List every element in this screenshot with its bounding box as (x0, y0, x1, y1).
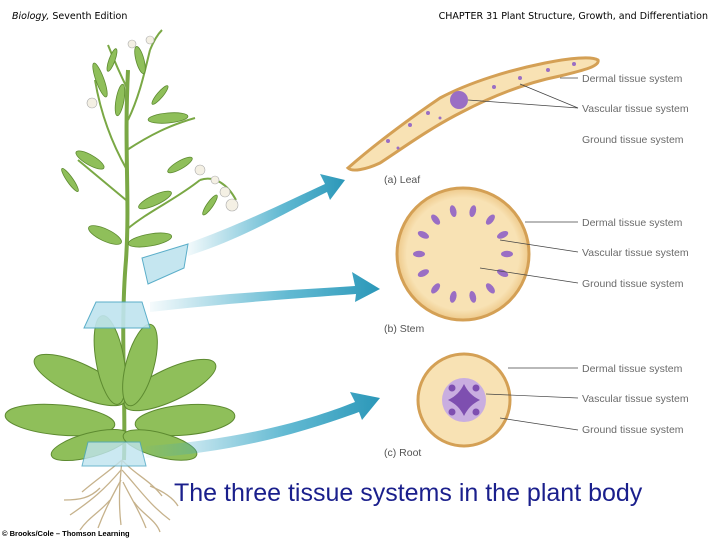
leaf-panel-label: (a) Leaf (384, 174, 420, 186)
vascular-bundle (485, 214, 495, 225)
root-xylem (448, 384, 480, 416)
vascular-bundle (431, 214, 441, 225)
roots (63, 459, 179, 533)
leaf-cross-section (345, 56, 600, 172)
root-ground-label: Ground tissue system (582, 424, 684, 436)
copyright-credit: © Brooks/Cole – Thomson Learning (2, 529, 130, 538)
root-leader-lines (485, 367, 579, 431)
vascular-bundle (417, 231, 429, 239)
book-edition: Seventh Edition (49, 11, 128, 22)
root-labels: Dermal tissue system Vascular tissue sys… (384, 363, 689, 459)
branches (77, 29, 237, 231)
leaf-ground-label: Ground tissue system (582, 134, 684, 146)
vascular-bundle (469, 205, 477, 217)
book-title-italic: Biology, (12, 11, 50, 22)
stem-leader-lines (479, 221, 579, 284)
stem-ground-label: Ground tissue system (582, 278, 684, 290)
stem-panel-label: (b) Stem (384, 323, 425, 335)
vascular-bundle (469, 291, 477, 303)
root-phloem (448, 384, 480, 416)
stem-dermal-label: Dermal tissue system (582, 217, 683, 229)
arrow-to-stem (150, 272, 380, 312)
root-cross-section (416, 352, 579, 448)
root-dermal-label: Dermal tissue system (582, 363, 683, 375)
vascular-bundle (501, 250, 513, 258)
root-vascular-label: Vascular tissue system (582, 393, 689, 405)
leaf-labels: Dermal tissue system Vascular tissue sys… (384, 73, 689, 186)
stem-vascular-label: Vascular tissue system (582, 247, 689, 259)
book-title: Biology, Seventh Edition (12, 11, 127, 22)
arrow-to-leaf (186, 174, 345, 256)
root-section-plane (81, 441, 147, 467)
root-panel-label: (c) Root (384, 447, 421, 459)
stem-cross-section (395, 186, 579, 322)
leaf-midrib-vein (450, 91, 468, 109)
vascular-bundle (497, 231, 509, 239)
vascular-bundle (417, 269, 429, 277)
leaf-dermal-label: Dermal tissue system (582, 73, 683, 85)
arrow-to-root (146, 392, 380, 458)
vascular-bundle (449, 291, 457, 303)
stem-section-plane (83, 301, 151, 329)
leaf-leader-lines (467, 77, 579, 109)
stem-outline (395, 186, 531, 322)
leaf-section-plane (141, 243, 189, 285)
leaf-outline (345, 56, 600, 172)
leaf-minor-veins (386, 62, 576, 150)
slide-caption: The three tissue systems in the plant bo… (174, 479, 643, 507)
plant-illustration (4, 29, 239, 533)
vascular-bundle (413, 250, 425, 258)
stem-vascular-bundles (413, 205, 513, 303)
stem-labels: Dermal tissue system Vascular tissue sys… (384, 217, 689, 335)
flowers (86, 35, 239, 212)
upper-leaves (61, 46, 218, 248)
chapter-title: CHAPTER 31 Plant Structure, Growth, and … (438, 11, 708, 22)
vascular-bundle (449, 205, 457, 217)
vascular-bundle (431, 283, 441, 294)
vascular-bundle (485, 283, 495, 294)
leaf-vascular-label: Vascular tissue system (582, 103, 689, 115)
